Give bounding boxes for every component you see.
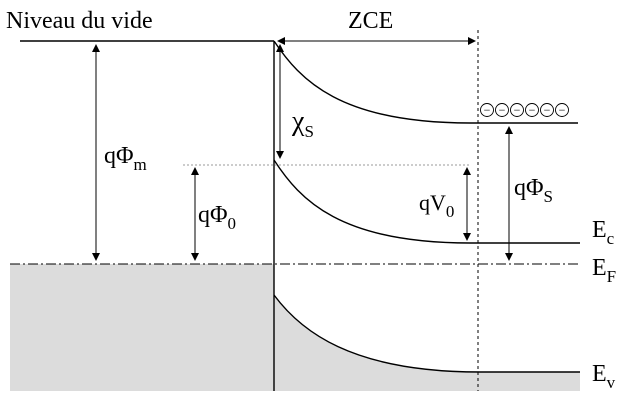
charge-1: − [480, 103, 494, 117]
svg-text:−: − [484, 103, 491, 117]
charge-6: − [555, 103, 569, 117]
valence-band-fill [274, 295, 580, 391]
chi-s-label: χS [291, 106, 314, 141]
q-phi-0-label: qΦ0 [198, 202, 236, 233]
svg-text:−: − [559, 103, 566, 117]
charge-4: − [525, 103, 539, 117]
charge-3: − [510, 103, 524, 117]
metal-fill-region [10, 264, 274, 391]
e-c-label: Ec [592, 217, 615, 248]
charge-5: − [540, 103, 554, 117]
q-v0-label: qV0 [419, 190, 454, 221]
svg-text:−: − [514, 103, 521, 117]
conduction-band-curve [273, 159, 580, 244]
e-v-label: Ev [592, 361, 616, 392]
svg-text:−: − [544, 103, 551, 117]
vacuum-level-label: Niveau du vide [6, 8, 153, 34]
charge-2: − [495, 103, 509, 117]
valence-band-curve [273, 294, 580, 373]
surface-charges: − − − − − − [480, 103, 569, 117]
q-phi-m-label: qΦm [104, 143, 147, 174]
vacuum-level-curve [273, 40, 578, 124]
zce-label: ZCE [348, 8, 393, 34]
svg-text:−: − [499, 103, 506, 117]
q-phi-s-label: qΦS [514, 175, 553, 206]
svg-text:−: − [529, 103, 536, 117]
e-f-label: EF [592, 255, 616, 286]
